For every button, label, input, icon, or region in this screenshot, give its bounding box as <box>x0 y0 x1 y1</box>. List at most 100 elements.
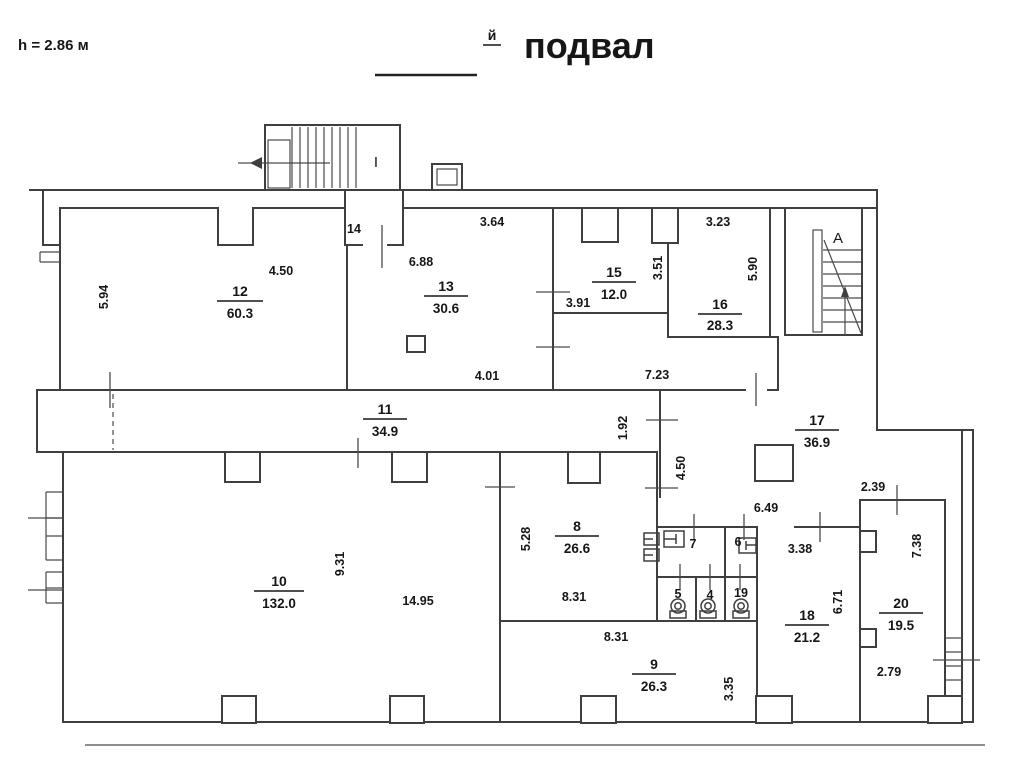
room-10-label: 10 132.0 <box>254 573 304 611</box>
dim-450a: 4.50 <box>269 264 293 278</box>
room-area: 12.0 <box>601 287 627 302</box>
toilet-block-walls <box>656 526 758 723</box>
room-14-number: 14 <box>347 222 361 236</box>
stairwell-I-label: I <box>374 154 378 171</box>
sink-icon <box>738 537 757 554</box>
pilaster <box>755 695 793 724</box>
dim-1495: 14.95 <box>402 594 433 608</box>
page-title: подвал <box>524 25 655 66</box>
dim-351: 3.51 <box>651 256 665 280</box>
stairwell-A-arrow-head <box>841 286 849 297</box>
room-20-label: 20 19.5 <box>879 595 923 633</box>
dim-590: 5.90 <box>746 257 760 281</box>
shaft-zone17 <box>754 444 794 482</box>
dim-192: 1.92 <box>616 416 630 440</box>
dim-831a: 8.31 <box>562 590 586 604</box>
room20-niche-upper <box>859 530 877 553</box>
room-number: 10 <box>271 573 287 589</box>
stairwell-I-entry <box>267 139 291 189</box>
room-number: 9 <box>650 656 658 672</box>
window-room12 <box>39 251 60 263</box>
toilet-icon <box>669 598 687 619</box>
corridor-lower-wall <box>36 389 501 453</box>
shaft-inner <box>436 168 458 186</box>
room-9-label: 926.3 <box>632 656 676 694</box>
outer-wall <box>29 189 974 723</box>
room10-top-notches <box>224 451 428 483</box>
pilaster <box>389 695 425 724</box>
room-number: 20 <box>893 595 909 611</box>
room12-top-notch <box>217 207 254 246</box>
opening-ticks <box>28 225 980 661</box>
dimension-labels: 5.94 4.50 3.64 6.88 3.91 3.51 3.23 5.90 … <box>97 215 924 701</box>
sink-icon <box>643 548 660 562</box>
dim-671: 6.71 <box>831 590 845 614</box>
stairwell-A-label: A <box>833 230 843 247</box>
pilaster <box>927 695 963 724</box>
title-superscript: й <box>488 27 497 43</box>
stairwell-I-outline <box>264 124 401 191</box>
shaft-outline <box>431 163 463 191</box>
stairwell-A-diagonal <box>823 239 862 334</box>
fixtures <box>643 530 757 619</box>
room-area: 36.9 <box>804 435 830 450</box>
room-area: 21.2 <box>794 630 820 645</box>
toilet-icon <box>732 598 750 619</box>
room-number: 16 <box>712 296 728 312</box>
walls <box>28 124 985 746</box>
room-number: 18 <box>799 607 815 623</box>
column-room13 <box>406 335 426 353</box>
room-area: 19.5 <box>888 618 915 633</box>
dim-279: 2.79 <box>877 665 901 679</box>
room15-room16-divider <box>651 207 679 338</box>
room-number: 17 <box>809 412 825 428</box>
room-number: 8 <box>573 518 581 534</box>
dim-931: 9.31 <box>333 552 347 576</box>
room-18-label: 18 21.2 <box>785 607 829 645</box>
room-area: 132.0 <box>262 596 296 611</box>
toilet-icon <box>699 598 717 619</box>
title-block: h = 2.86 м й подвал <box>18 25 655 77</box>
room20-niche-lower <box>859 628 877 648</box>
room-19-number: 19 <box>734 586 748 600</box>
dim-364: 3.64 <box>480 215 504 229</box>
sink-icon <box>643 532 660 546</box>
room-number: 11 <box>378 401 393 417</box>
dim-401: 4.01 <box>475 369 499 383</box>
windows-room10-left <box>45 491 63 604</box>
dim-831b: 8.31 <box>604 630 628 644</box>
room-area: 30.6 <box>433 301 460 316</box>
room-area: 26.6 <box>564 541 591 556</box>
stairwell-A-outline <box>784 207 863 336</box>
room8-top-wall <box>499 451 658 484</box>
stairwell-A-railing <box>812 229 823 333</box>
dim-723: 7.23 <box>645 368 669 382</box>
dim-391: 3.91 <box>566 296 590 310</box>
room-8-label: 826.6 <box>555 518 599 556</box>
room16-walls <box>667 207 779 391</box>
pilaster <box>221 695 257 724</box>
room12-top-wall <box>42 189 346 246</box>
room-13-label: 13 30.6 <box>424 278 468 316</box>
window-room20 <box>945 637 962 681</box>
dim-335: 3.35 <box>722 677 736 701</box>
room-number: 12 <box>232 283 248 299</box>
room-4-number: 4 <box>707 588 714 602</box>
pilaster <box>580 695 617 724</box>
room-5-number: 5 <box>675 587 682 601</box>
dim-239: 2.39 <box>861 480 885 494</box>
dim-450b: 4.50 <box>674 456 688 480</box>
room-number: 13 <box>438 278 454 294</box>
room-17-label: 17 36.9 <box>795 412 839 450</box>
dim-594: 5.94 <box>97 285 111 309</box>
room-area: 34.9 <box>372 424 398 439</box>
room12-room13-divider <box>346 244 404 391</box>
room-6-number: 6 <box>735 535 742 549</box>
room-7-number: 7 <box>690 537 697 551</box>
room-number: 15 <box>606 264 622 280</box>
